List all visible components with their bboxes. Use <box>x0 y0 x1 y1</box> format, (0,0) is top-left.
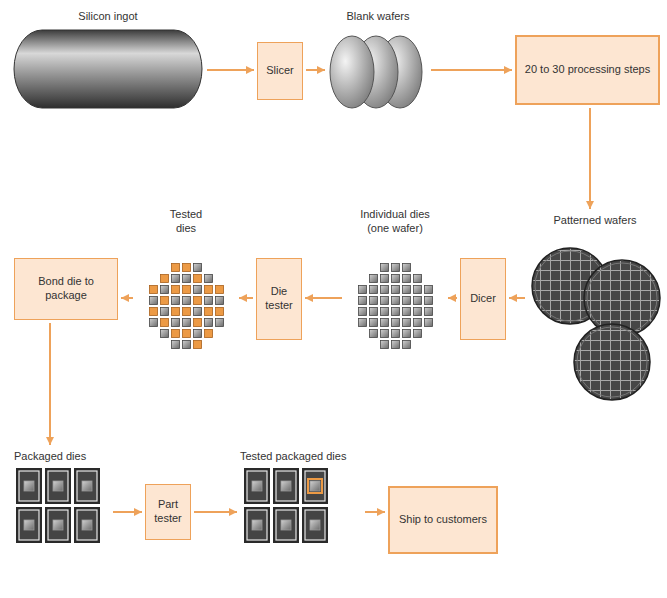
process-box: Part tester <box>145 484 191 540</box>
flow-arrow <box>305 297 342 299</box>
tested-die-cluster <box>148 262 225 350</box>
item-label: Blank wafers <box>330 10 426 24</box>
wafer-node: Blank wafers <box>328 8 428 112</box>
packaged-dies <box>16 468 100 543</box>
item-label: Tested packaged dies <box>240 450 360 464</box>
die-cluster-node: Individual dies (one wafer) <box>345 206 445 358</box>
flow-arrow <box>431 69 512 71</box>
process-box: Ship to customers <box>388 486 498 554</box>
item-label: Packaged dies <box>14 450 108 464</box>
flow-arrow <box>49 323 51 445</box>
flow-arrow <box>239 297 253 299</box>
tested-packaged-dies <box>244 468 328 543</box>
box-label: Part tester <box>150 498 186 526</box>
box-label: Die tester <box>261 285 297 313</box>
box-label: Slicer <box>262 64 298 78</box>
box-label: Ship to customers <box>394 513 492 527</box>
item-label: Silicon ingot <box>18 10 198 24</box>
flow-arrow <box>207 69 254 71</box>
flow-arrow <box>121 297 133 299</box>
flow-arrow <box>448 297 457 299</box>
ingot-node: Silicon ingot <box>12 8 204 112</box>
die-cluster <box>357 262 434 350</box>
package-node: Packaged dies <box>14 448 110 556</box>
patterned-wafers <box>532 248 660 400</box>
wafer-node: Patterned wafers <box>528 212 662 408</box>
box-label: Dicer <box>465 292 501 306</box>
box-label: 20 to 30 processing steps <box>521 63 654 77</box>
flow-arrow <box>509 297 525 299</box>
process-box: Dicer <box>460 258 506 340</box>
flow-arrow <box>589 108 591 209</box>
flow-arrow <box>306 69 325 71</box>
flow-arrow <box>113 511 142 513</box>
box-label: Bond die to package <box>19 275 113 303</box>
die-cluster-node: Tested dies <box>136 206 236 358</box>
flow-arrow <box>194 511 237 513</box>
process-box: 20 to 30 processing steps <box>515 35 660 105</box>
blank-wafers <box>330 36 422 108</box>
flow-arrow <box>365 511 385 513</box>
process-box: Slicer <box>257 42 303 100</box>
item-label: Tested dies <box>161 208 211 236</box>
item-label: Individual dies (one wafer) <box>352 208 438 236</box>
process-box: Die tester <box>256 258 302 340</box>
package-node: Tested packaged dies <box>240 448 362 556</box>
silicon-ingot <box>14 30 202 108</box>
item-label: Patterned wafers <box>531 214 659 228</box>
process-box: Bond die to package <box>14 258 118 320</box>
